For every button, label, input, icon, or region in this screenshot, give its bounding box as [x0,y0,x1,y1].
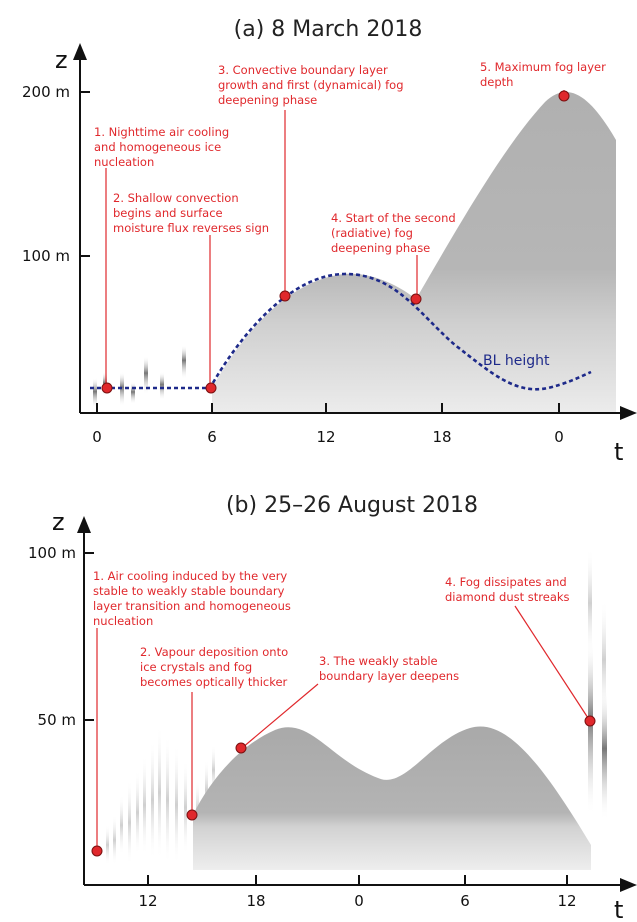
panel-a-title: (a) 8 March 2018 [234,17,423,42]
panel-a-ice-streaks [93,345,186,408]
panel-b-marker-3 [235,742,247,754]
panel-a-xtick: 12 [316,428,335,446]
panel-b-annotation-3: 3. The weakly stable boundary layer deep… [319,654,459,683]
panel-a-annotation-1: 1. Nighttime air cooling and homogeneous… [94,125,233,169]
panel-b-title: (b) 25–26 August 2018 [226,493,478,518]
panel-a-marker-2 [205,382,217,394]
panel-b-z-arrowhead [77,516,91,533]
panel-a-annotation-2: 2. Shallow convection begins and surface… [113,191,269,235]
panel-a-xtick: 0 [92,428,102,446]
panel-b-annotation-1: 1. Air cooling induced by the very stabl… [93,569,295,628]
panel-a-z-label: z [55,46,68,74]
panel-b-xtick: 6 [460,892,470,910]
panel-a-bl-label: BL height [483,353,550,369]
panel-b-ytick-50: 50 m [38,711,76,729]
panel-a-bl-height-line [90,272,592,391]
panel-a-xtick: 6 [207,428,217,446]
panel-a-xtick: 18 [432,428,451,446]
panel-a-ytick-200: 200 m [22,83,70,101]
panel-a-axes [79,55,628,414]
panel-a-marker-3 [279,290,291,302]
panel-a-xtick: 0 [554,428,564,446]
panel-a-marker-1 [101,382,113,394]
panel-b-annotation-2: 2. Vapour deposition onto ice crystals a… [140,645,292,689]
panel-b-t-arrowhead [620,878,637,892]
panel-a-ytick-100: 100 m [22,247,70,265]
panel-a-annotation-3: 3. Convective boundary layer growth and … [218,63,407,107]
panel-b: (b) 25–26 August 2018 [28,493,637,922]
panel-b-marker-2 [186,809,198,821]
panel-b-z-label: z [52,508,65,536]
panel-b-early-streaks [106,725,215,865]
panel-a-annotation-5: 5. Maximum fog layer depth [480,60,610,89]
panel-a-z-arrowhead [73,43,87,60]
panel-b-xtick: 18 [246,892,265,910]
panel-a-marker-4 [410,293,422,305]
panel-b-diamond-dust-streaks [588,548,607,820]
panel-a-t-label: t [614,438,623,466]
panel-a: (a) 8 March 2018 z t [22,17,637,466]
panel-a-marker-5 [558,90,570,102]
panel-a-t-arrowhead [620,406,637,420]
panel-b-ytick-100: 100 m [28,544,76,562]
panel-a-annotation-4: 4. Start of the second (radiative) fog d… [331,211,459,255]
panel-b-xtick: 0 [354,892,364,910]
panel-b-t-label: t [614,896,623,922]
panel-b-marker-4 [584,715,596,727]
panel-a-leader-lines [105,90,565,388]
panel-b-fog-layer [193,726,591,870]
panel-b-xtick: 12 [138,892,157,910]
panel-b-xtick: 12 [557,892,576,910]
panel-b-leader-lines [96,605,591,851]
panel-b-annotation-4: 4. Fog dissipates and diamond dust strea… [445,575,570,604]
panel-b-axes [83,530,628,886]
panel-a-fog-layer [212,91,616,414]
panel-b-marker-1 [91,845,103,857]
